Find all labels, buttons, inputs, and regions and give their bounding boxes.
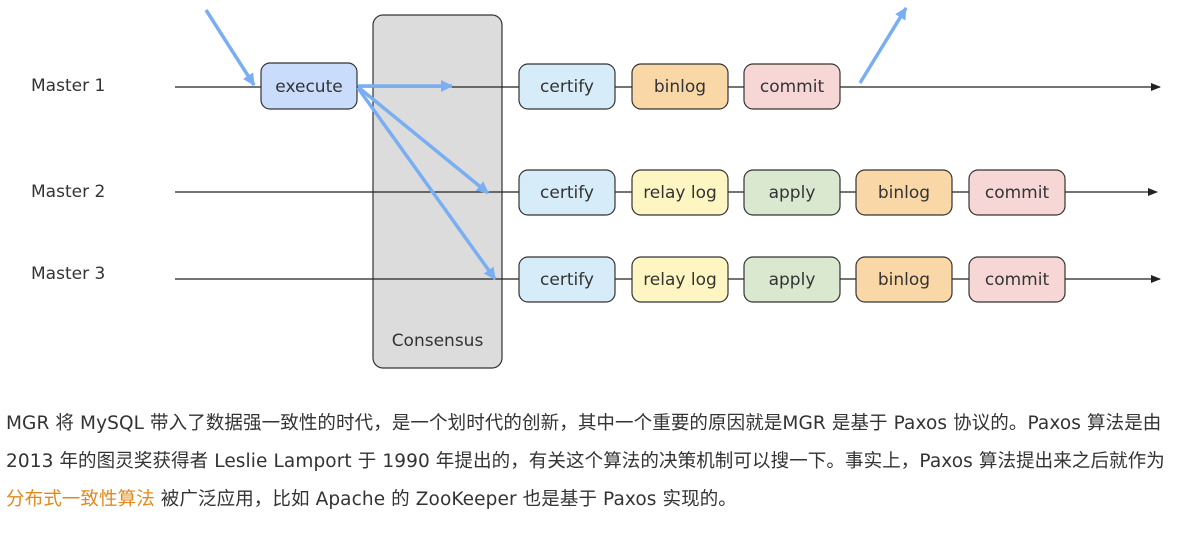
master-1-binlog-box [631, 63, 729, 110]
description-paragraph: MGR 将 MySQL 带入了数据强一致性的时代，是一个划时代的创新，其中一个重… [6, 405, 1176, 519]
master-2-apply-box [743, 169, 841, 216]
master-2-binlog-box [855, 169, 953, 216]
master-3-binlog-label: binlog [878, 270, 930, 290]
mgr-replication-diagram: Consensus Master 1 Master 2 Master 3 exe… [31, 7, 1161, 369]
master-3-relay-log-box [631, 256, 729, 303]
master-2-propagation-arrow [356, 85, 490, 195]
master-2-apply-label: apply [769, 183, 816, 203]
master-2-relay-log-box [631, 169, 729, 216]
master-1-commit-label: commit [760, 77, 825, 97]
master-2-certify-box [518, 169, 616, 216]
paragraph-text-2: 被广泛应用，比如 Apache 的 ZooKeeper 也是基于 Paxos 实… [154, 489, 737, 510]
master-2-label: Master 2 [31, 182, 105, 202]
master-2-commit-label: commit [985, 183, 1050, 203]
master-1-binlog-label: binlog [654, 77, 706, 97]
master-1-certify-label: certify [540, 77, 594, 97]
master-2-commit-box [968, 169, 1066, 216]
master-2-steps: certify relay log apply binlog commit [518, 169, 1066, 216]
execute-box [260, 62, 358, 110]
master-1-steps: certify binlog commit [518, 63, 841, 110]
master-3-label: Master 3 [31, 264, 105, 284]
master-3-binlog-box [855, 256, 953, 303]
master-3-apply-box [743, 256, 841, 303]
execute-label: execute [275, 77, 342, 97]
master-1-commit-box [743, 63, 841, 110]
highlight-link[interactable]: 分布式一致性算法 [6, 489, 155, 510]
master-3-certify-label: certify [540, 270, 594, 290]
incoming-transaction-arrow [204, 9, 256, 86]
master-3-relay-log-label: relay log [643, 270, 717, 290]
master-3-commit-box [968, 256, 1066, 303]
consensus-label: Consensus [392, 331, 484, 351]
master-1-certify-box [518, 63, 616, 110]
master-3-apply-label: apply [769, 270, 816, 290]
master-2-relay-log-label: relay log [643, 183, 717, 203]
master-3-steps: certify relay log apply binlog commit [518, 256, 1066, 303]
master-1-label: Master 1 [31, 76, 105, 96]
master-2-binlog-label: binlog [878, 183, 930, 203]
master-2-certify-label: certify [540, 183, 594, 203]
master-3-commit-label: commit [985, 270, 1050, 290]
master-3-certify-box [518, 256, 616, 303]
outgoing-result-arrow [858, 7, 908, 84]
paragraph-text-1: MGR 将 MySQL 带入了数据强一致性的时代，是一个划时代的创新，其中一个重… [6, 413, 1165, 472]
master-3-propagation-arrow [356, 86, 497, 281]
